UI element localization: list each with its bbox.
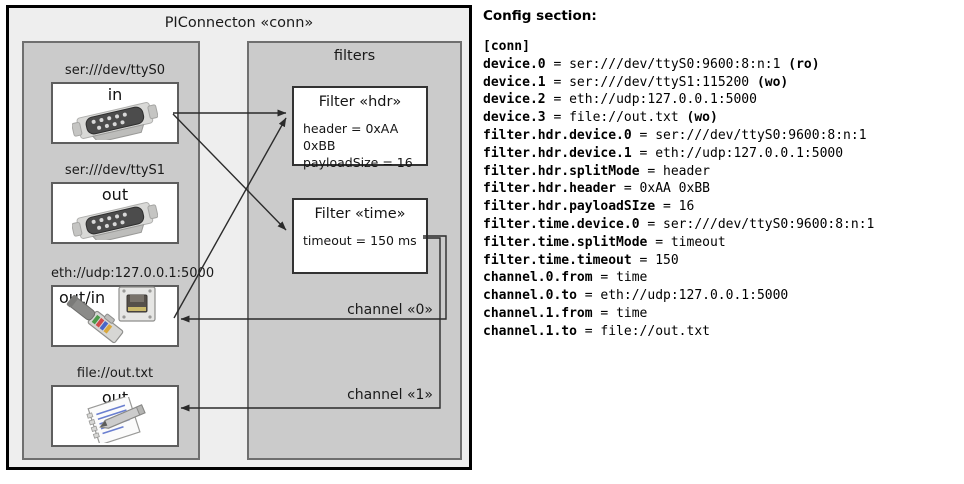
config-line: channel.1.from = time: [483, 305, 958, 323]
filter-properties: header = 0xAA 0xBB payloadSize = 16: [303, 120, 426, 171]
config-value: 0xAA 0xBB: [639, 181, 710, 197]
filter-property: payloadSize = 16: [303, 155, 413, 170]
config-operator: =: [592, 270, 617, 286]
config-key: device.1: [483, 74, 546, 90]
config-line: filter.hdr.device.1 = eth://udp:127.0.0.…: [483, 145, 958, 163]
config-line: filter.hdr.splitMode = header: [483, 163, 958, 181]
config-line: filter.hdr.payloadSIze = 16: [483, 198, 958, 216]
config-operator: =: [545, 56, 570, 72]
config-value: ser:///dev/ttyS0:9600:8:n:1: [663, 216, 875, 232]
config-operator: =: [647, 234, 671, 250]
config-line: filter.hdr.header = 0xAA 0xBB: [483, 180, 958, 198]
config-line: [conn]: [483, 38, 958, 56]
config-value: file://out.txt: [600, 323, 710, 339]
config-operator: =: [631, 145, 656, 161]
config-heading: Config section:: [483, 8, 597, 24]
device-label: eth://udp:127.0.0.1:5000: [51, 266, 215, 281]
config-key: filter.time.timeout: [483, 252, 632, 268]
channel-label-0: channel «0»: [347, 302, 433, 318]
config-operator: =: [616, 181, 640, 197]
config-key: device.0: [483, 56, 546, 72]
device-card[interactable]: out: [51, 385, 179, 447]
device-label: file://out.txt: [76, 366, 154, 381]
config-key: filter.time.splitMode: [483, 234, 648, 250]
serial-port-icon: [72, 102, 158, 140]
config-flag: (ro): [780, 56, 820, 72]
config-line: device.1 = ser:///dev/ttyS1:115200 (wo): [483, 74, 958, 92]
filters-group-title: filters: [333, 48, 376, 64]
config-line: channel.0.from = time: [483, 269, 958, 287]
config-value: 150: [655, 252, 679, 268]
config-key: channel.0.from: [483, 270, 593, 286]
config-line: device.0 = ser:///dev/ttyS0:9600:8:n:1 (…: [483, 56, 958, 74]
config-key: channel.0.to: [483, 288, 577, 304]
device-label: ser:///dev/ttyS0: [64, 63, 166, 78]
filter-property: timeout = 150 ms: [303, 233, 417, 248]
config-line: device.2 = eth://udp:127.0.0.1:5000: [483, 91, 958, 109]
config-value: eth://udp:127.0.0.1:5000: [600, 288, 789, 304]
config-key: filter.hdr.splitMode: [483, 163, 640, 179]
config-value: time: [616, 305, 648, 321]
config-flag: (wo): [749, 74, 789, 90]
config-key: filter.time.device.0: [483, 216, 640, 232]
text-file-icon: [77, 397, 153, 443]
config-operator: =: [631, 252, 656, 268]
config-operator: =: [545, 110, 570, 126]
config-line: channel.0.to = eth://udp:127.0.0.1:5000: [483, 287, 958, 305]
config-value: 16: [678, 199, 695, 215]
config-key: device.2: [483, 92, 546, 108]
config-value: eth://udp:127.0.0.1:5000: [655, 145, 844, 161]
config-operator: =: [639, 163, 664, 179]
filter-properties: timeout = 150 ms: [303, 232, 417, 249]
config-key: device.3: [483, 110, 546, 126]
connector-diagram-frame: PIConnecton «conn» filters ser:///dev/tt…: [6, 5, 472, 470]
config-operator: =: [631, 127, 656, 143]
filter-title: Filter «hdr»: [318, 94, 402, 110]
config-operator: =: [545, 74, 570, 90]
config-operator: =: [655, 199, 679, 215]
config-line: filter.time.timeout = 150: [483, 252, 958, 270]
device-label: ser:///dev/ttyS1: [64, 163, 166, 178]
config-key: filter.hdr.header: [483, 181, 617, 197]
config-section: Config section: [conn] device.0 = ser:///…: [483, 8, 958, 341]
config-operator: =: [576, 323, 601, 339]
config-value: time: [616, 270, 648, 286]
config-operator: =: [592, 305, 617, 321]
config-value: timeout: [670, 234, 726, 250]
filter-card-time[interactable]: Filter «time» timeout = 150 ms: [292, 198, 428, 274]
config-value: eth://udp:127.0.0.1:5000: [569, 92, 757, 108]
config-operator: =: [639, 216, 664, 232]
config-value: ser:///dev/ttyS0:9600:8:n:1: [569, 56, 781, 72]
config-key: [conn]: [483, 39, 530, 54]
filter-card-hdr[interactable]: Filter «hdr» header = 0xAA 0xBB payloadS…: [292, 86, 428, 170]
filter-title: Filter «time»: [314, 206, 406, 222]
config-line: device.3 = file://out.txt (wo): [483, 109, 958, 127]
filter-property: header = 0xAA 0xBB: [303, 121, 399, 153]
config-key: channel.1.from: [483, 305, 593, 321]
device-card[interactable]: out/in: [51, 285, 179, 347]
config-line: filter.hdr.device.0 = ser:///dev/ttyS0:9…: [483, 127, 958, 145]
config-key: filter.hdr.payloadSIze: [483, 199, 656, 215]
device-card[interactable]: out: [51, 182, 179, 244]
config-key: filter.hdr.device.0: [483, 127, 632, 143]
config-key: filter.hdr.device.1: [483, 145, 632, 161]
ethernet-jack-icon: [61, 286, 173, 344]
diagram-title: PIConnecton «conn»: [164, 15, 314, 31]
channel-label-1: channel «1»: [347, 387, 433, 403]
config-value: ser:///dev/ttyS1:115200: [569, 74, 750, 90]
serial-port-icon: [72, 202, 158, 240]
config-value: ser:///dev/ttyS0:9600:8:n:1: [655, 127, 867, 143]
config-operator: =: [545, 92, 570, 108]
config-value: file://out.txt: [569, 110, 679, 126]
config-line: channel.1.to = file://out.txt: [483, 323, 958, 341]
config-value: header: [663, 163, 710, 179]
config-line: filter.time.device.0 = ser:///dev/ttyS0:…: [483, 216, 958, 234]
config-flag: (wo): [678, 110, 718, 126]
config-line: filter.time.splitMode = timeout: [483, 234, 958, 252]
device-card[interactable]: in: [51, 82, 179, 144]
config-key: channel.1.to: [483, 323, 577, 339]
config-operator: =: [576, 288, 601, 304]
config-text: [conn] device.0 = ser:///dev/ttyS0:9600:8…: [483, 38, 958, 341]
